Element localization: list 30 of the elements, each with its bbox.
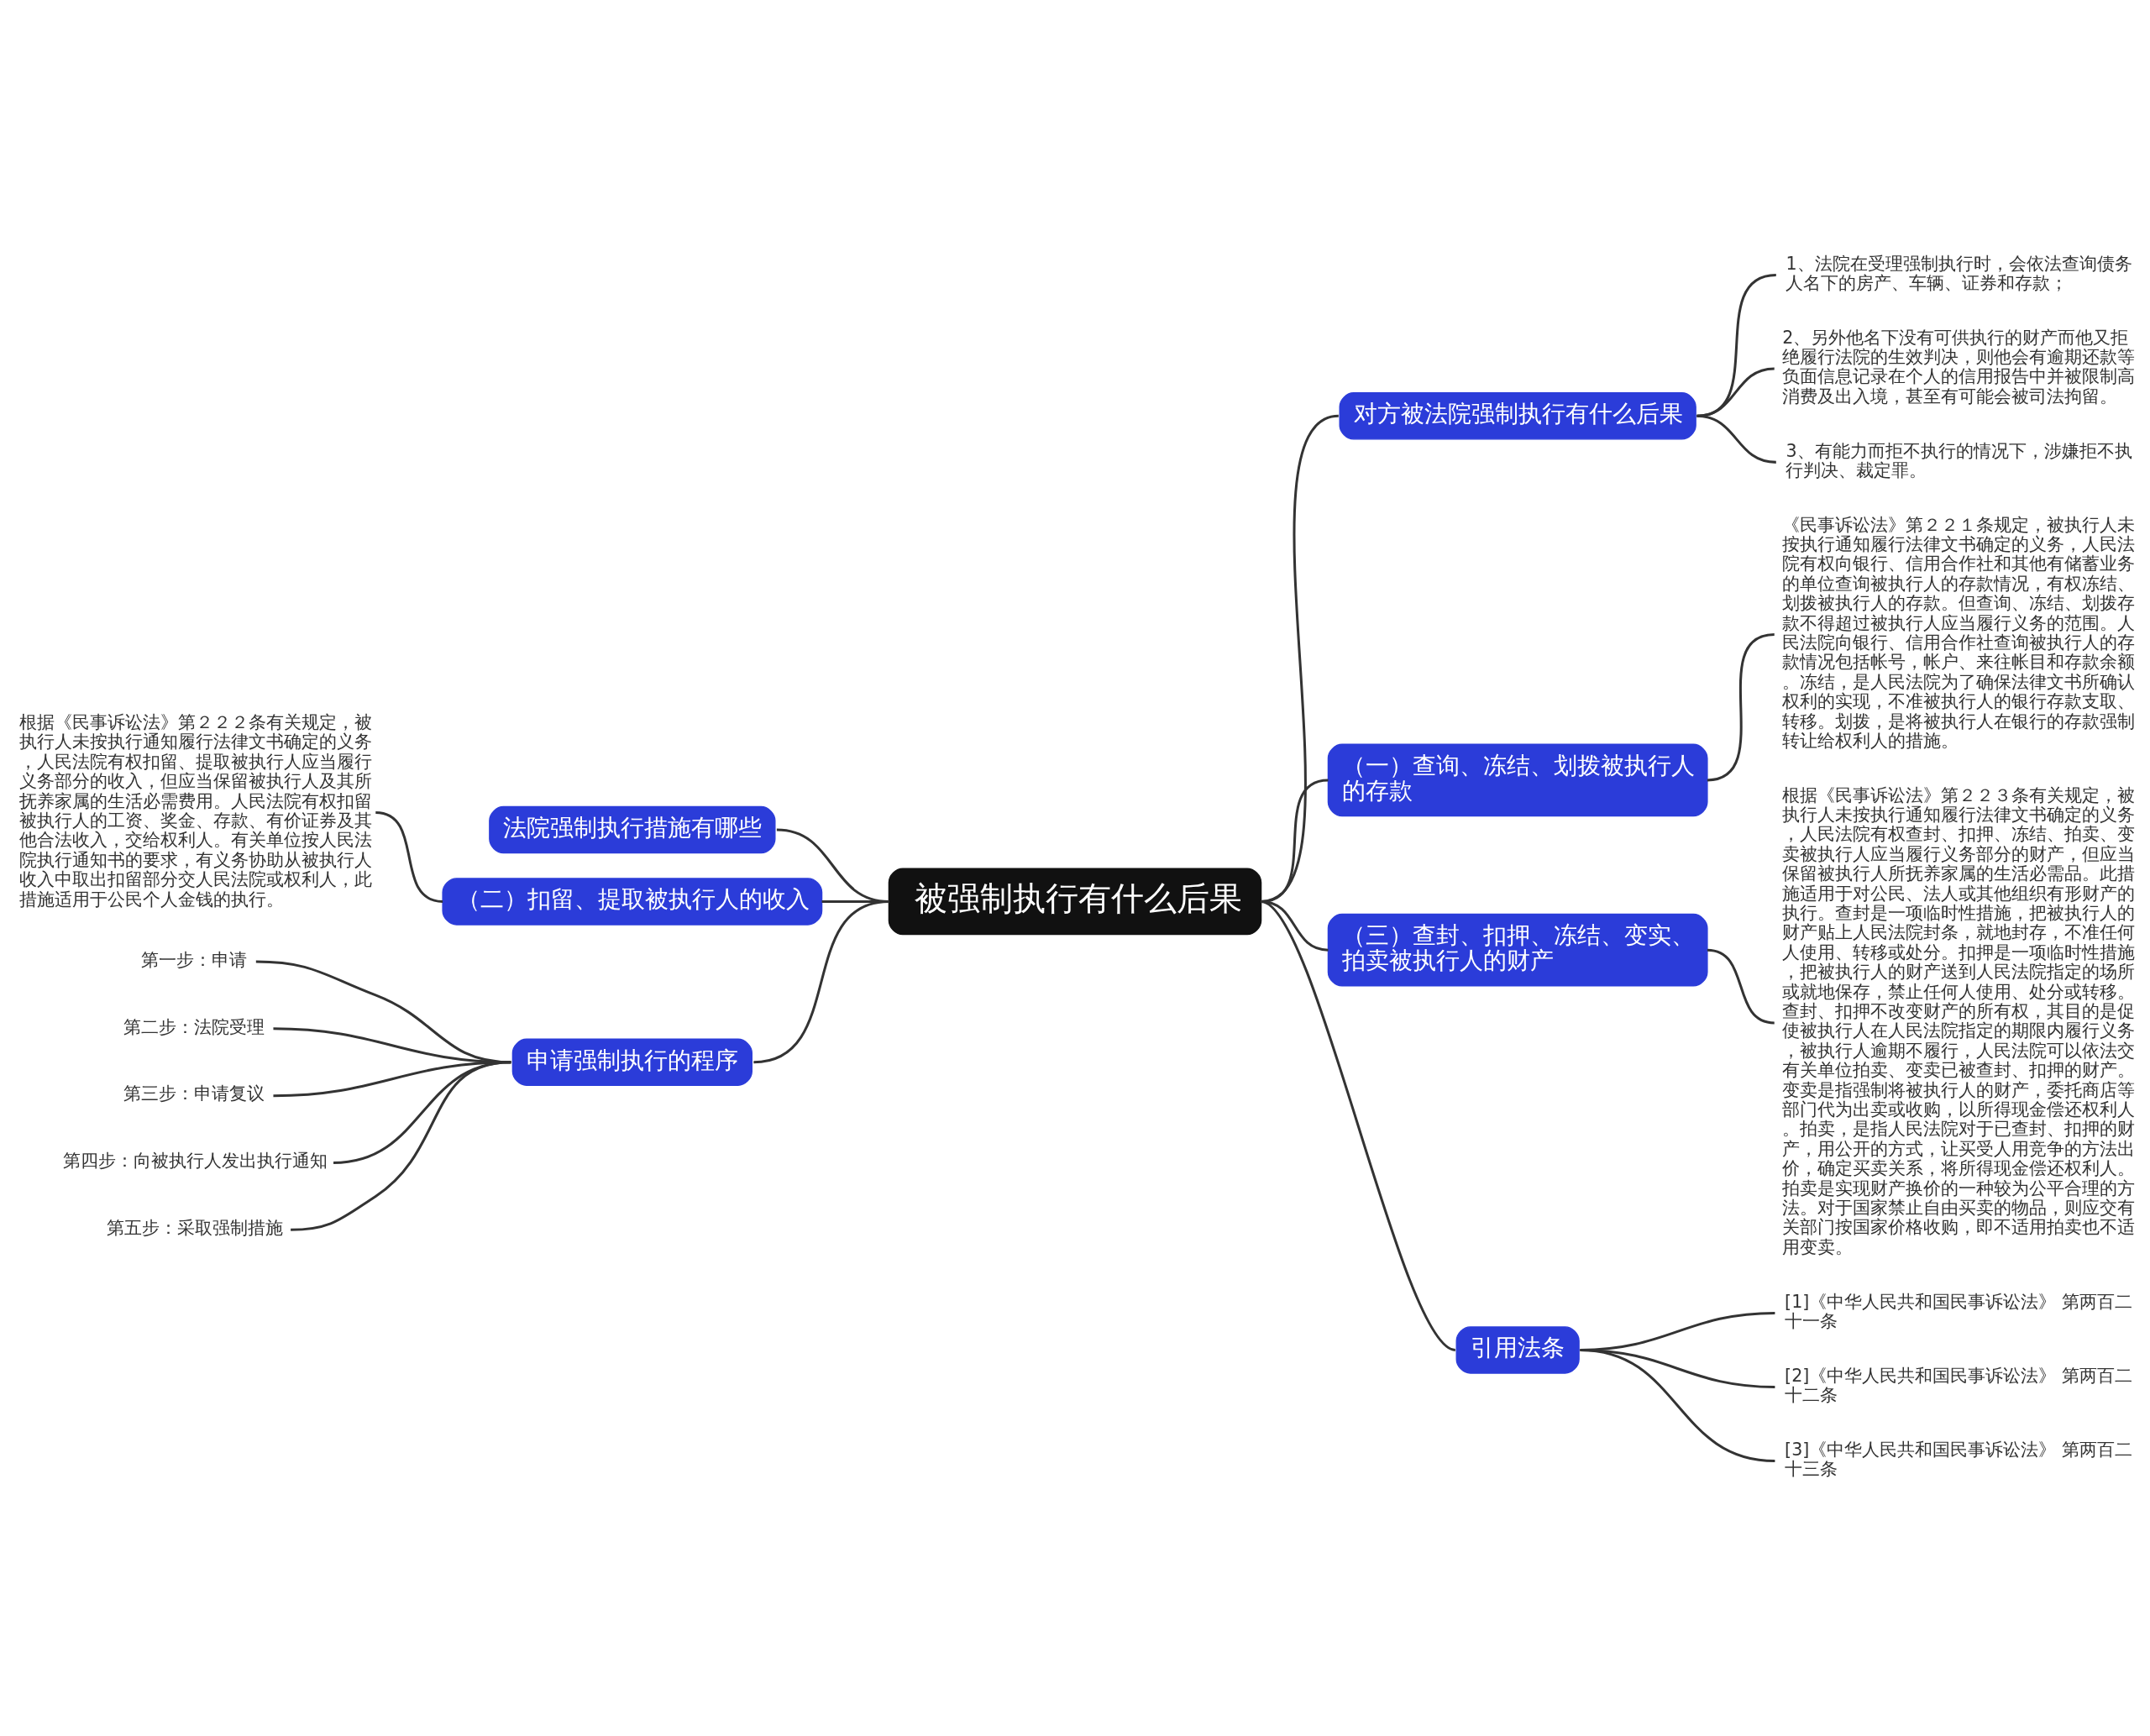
node-box: （一）查询、冻结、划拨被执行人的存款 [1327, 743, 1708, 817]
connector [1707, 633, 1775, 782]
node-text: 2、另外他名下没有可供执行的财产而他又拒绝履行法院的生效判决，则他会有逾期还款等负面信息记录在个人的信用报告中并被限制高消费及出入境，甚至有可能会被司法拘留。 [1782, 327, 2136, 406]
node-box: 对方被法院强制执行有什么后果 [1339, 392, 1696, 440]
node-text: [1]《中华人民共和国民事诉讼法》 第两百二十一条 [1785, 1291, 2132, 1331]
node-box: 法院强制执行措施有哪些 [489, 805, 776, 854]
node-text: 第五步：采取强制措施 [106, 1218, 283, 1239]
connector [753, 899, 889, 1064]
connector [291, 1061, 511, 1231]
node-text: [2]《中华人民共和国民事诉讼法》 第两百二十二条 [1785, 1365, 2132, 1406]
node-text: 第三步：申请复议 [123, 1083, 265, 1104]
node-text: 第四步：向被执行人发出执行通知 [62, 1151, 328, 1172]
node-text: 1、法院在受理强制执行时，会依法查询债务人名下的房产、车辆、证券和存款； [1786, 253, 2132, 293]
node-text: 第二步：法院受理 [123, 1016, 265, 1037]
node-text: [3]《中华人民共和国民事诉讼法》 第两百二十三条 [1785, 1439, 2132, 1480]
connector [375, 810, 443, 903]
node-text: 第一步：申请 [140, 949, 247, 970]
node-box: 申请强制执行的程序 [511, 1038, 752, 1086]
connector [1580, 1348, 1775, 1463]
node-box: 引用法条 [1455, 1326, 1580, 1374]
connector [1260, 900, 1456, 1351]
node-box: （二）扣留、提取被执行人的收入 [442, 878, 823, 926]
node-box: （三）查封、扣押、冻结、变实、拍卖被执行人的财产 [1327, 913, 1708, 987]
node-text: 根据《民事诉讼法》第２２２条有关规定，被执行人未按执行通知履行法律文书确定的义务，人民法院有权扣留、提取被执行人应当履行义务部分的收入，但应当保留被执行人及其所抚养家属的生活必需费用。人民法院有权扣留被执行人的工资、奖金、存款、有价证券及其他合法收入，交给权利人。有关单位按人民法院执行通知书的要求，有义务协助从被执行人收入中取出扣留部分交人民法院或权利人，此措施适用于公民个人金钱的执行。 [19, 711, 373, 910]
connector [1707, 948, 1775, 1025]
node-text: 根据《民事诉讼法》第２２３条有关规定，被执行人未按执行通知履行法律文书确定的义务，人民法院有权查封、扣押、冻结、拍卖、变卖被执行人应当履行义务部分的财产，但应当保留被执行人所抚养家属的生活必需品。此措施适用于对公民、法人或其他组织有形财产的执行。查封是一项临时性措施，把被执行人的财产贴上人民法院封条，就地封存，不准任何人使用、转移或处分。扣押是一项临时性措施，把被执行人的财产送到人民法院指定的场所或就地保存，禁止任何人使用、处分或转移。查封、扣押不改变财产的所有权，其目的是促使被执行人在人民法院指定的期限内履行义务，被执行人逾期不履行，人民法院可以依法交有关单位拍卖、变卖已被查封、扣押的财产。变卖是指强制将被执行人的财产，委托商店等部门代为出卖或收购，以所得现金偿还权利人。拍卖，是指人民法院对于已查封、扣押的财产，用公开的方式，让买受人用竞争的方法出价，确定买卖关系，将所得现金偿还权利人。拍卖是实现财产换价的一种较为公平合理的方法。对于国家禁止自由买卖的物品，则应交有关部门按国家价格收购，即不适用拍卖也不适用变卖。 [1782, 784, 2136, 1257]
connector [1696, 414, 1776, 464]
node-text: 3、有能力而拒不执行的情况下，涉嫌拒不执行判决、裁定罪。 [1786, 440, 2132, 480]
node-box: 被强制执行有什么后果 [888, 868, 1262, 936]
node-text: 《民事诉讼法》第２２１条规定，被执行人未按执行通知履行法律文书确定的义务，人民法院有权向银行、信用合作社和其他有储蓄业务的单位查询被执行人的存款情况，有权冻结、划拨被执行人的存款。但查询、冻结、划拨存款不得超过被执行人应当履行义务的范围。人民法院向银行、信用合作社查询被执行人的存款情况包括帐号，帐户、来往帐目和存款余额。冻结，是人民法院为了确保法律文书所确认权利的实现，不准被执行人的银行存款支取、转移。划拨，是将被执行人在银行的存款强制转让给权利人的措施。 [1782, 514, 2136, 751]
